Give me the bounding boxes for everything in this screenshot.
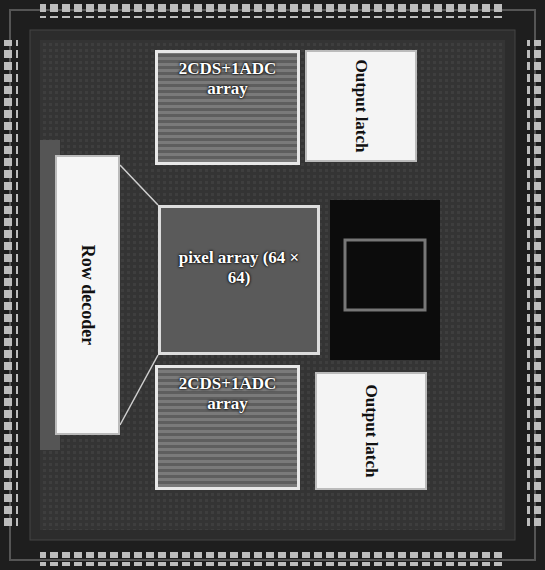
block-label: 2CDS+1ADC array	[158, 368, 297, 413]
block-label: 2CDS+1ADC array	[158, 53, 297, 98]
output-latch-block: Output latch	[315, 372, 427, 490]
row-decoder-block: Row decoder	[55, 155, 120, 435]
adc-array-block: 2CDS+1ADC array	[155, 50, 300, 165]
block-label: pixel array (64 × 64)	[161, 208, 317, 287]
pixel-array-block: pixel array (64 × 64)	[158, 205, 320, 355]
block-label: Row decoder	[77, 163, 98, 427]
block-label: Output latch	[361, 380, 381, 482]
adc-array-block: 2CDS+1ADC array	[155, 365, 300, 490]
output-latch-block: Output latch	[305, 50, 417, 162]
block-label: Output latch	[351, 58, 371, 154]
